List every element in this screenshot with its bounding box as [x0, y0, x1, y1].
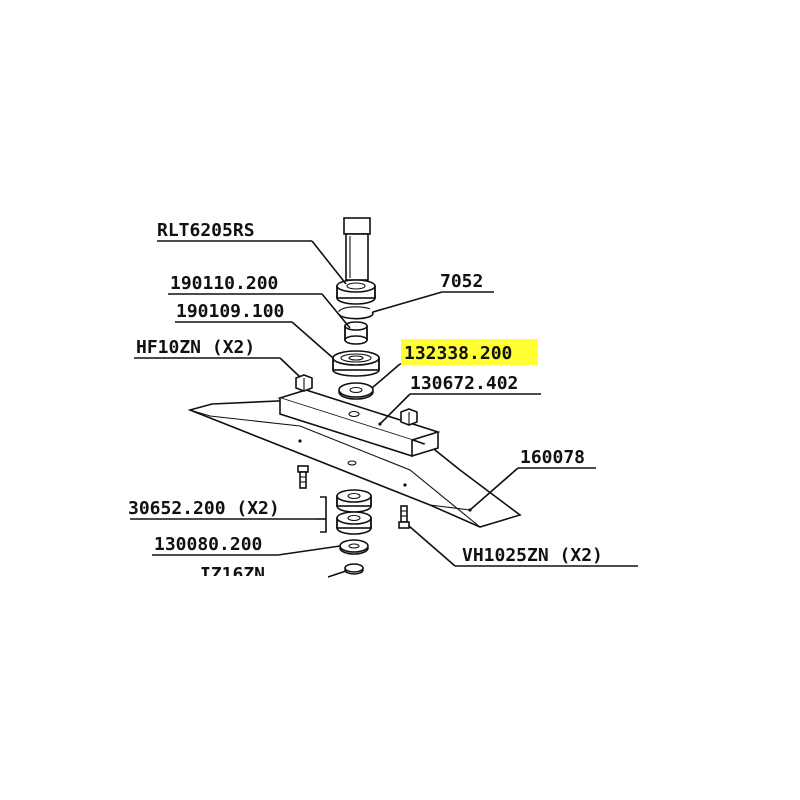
nut-right — [400, 408, 418, 426]
label-bearing-housing: 190109.100 — [176, 301, 284, 322]
label-bottom-nut: IZ16ZN — [200, 564, 265, 585]
leader-lines — [130, 240, 638, 578]
washer-upper — [338, 382, 374, 400]
screw-right — [398, 505, 410, 529]
label-washer-highlighted: 132338.200 — [404, 343, 512, 364]
spacer-pair — [336, 489, 372, 535]
bearing — [336, 279, 376, 305]
label-blade: 160078 — [520, 447, 585, 468]
label-spacer-sleeve: 190110.200 — [170, 273, 278, 294]
highlight-box — [401, 339, 538, 365]
label-washer-lower: 130080.200 — [154, 534, 262, 555]
shaft — [343, 217, 371, 281]
label-spacer-pair: 30652.200 (X2) — [128, 498, 280, 519]
label-circlip: 7052 — [440, 271, 483, 292]
nut-left — [295, 374, 313, 392]
label-screw: VH1025ZN (X2) — [462, 545, 603, 566]
label-bearing: RLT6205RS — [157, 220, 255, 241]
circlip — [338, 306, 374, 320]
label-blade-holder: 130672.402 — [410, 373, 518, 394]
bottom-nut — [344, 563, 364, 575]
blade — [187, 399, 522, 528]
washer-lower — [339, 539, 369, 555]
bearing-housing — [332, 350, 380, 377]
spacer-sleeve — [344, 321, 368, 345]
screw-left — [297, 465, 309, 489]
label-nut: HF10ZN (X2) — [136, 337, 255, 358]
blade-holder — [277, 389, 441, 458]
